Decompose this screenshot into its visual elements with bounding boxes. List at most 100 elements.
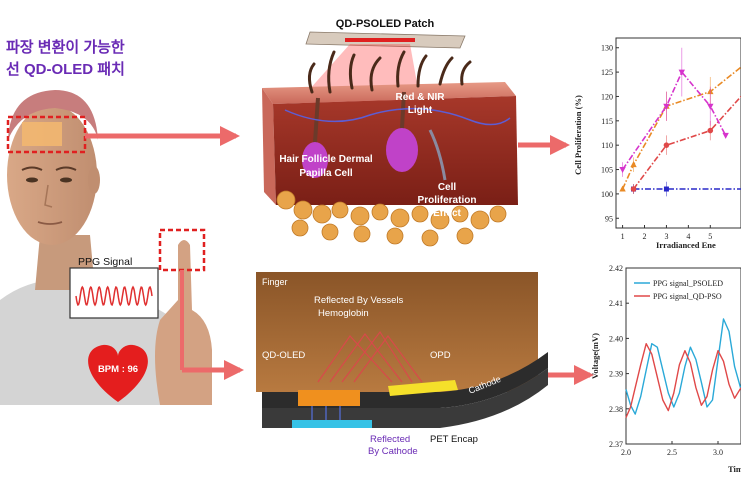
chart1-ytick-label: 125 bbox=[601, 68, 613, 77]
chart1-series bbox=[619, 47, 741, 197]
chart1-ytick-label: 130 bbox=[601, 44, 613, 53]
photon-lines bbox=[311, 406, 341, 420]
chart2-series-line bbox=[625, 318, 741, 415]
left-eye bbox=[26, 177, 38, 183]
reflected-cathode-line2: By Cathode bbox=[368, 446, 418, 457]
follicle-label-line2: Papilla Cell bbox=[299, 168, 353, 179]
chart2-ytick-label: 2.37 bbox=[609, 440, 623, 449]
chart1-ticks: 95 100 105 110 115 120 125 130 1 2 3 4 5 bbox=[601, 44, 712, 241]
chart1-data-point bbox=[663, 142, 670, 148]
vessels-label-line2: Hemoglobin bbox=[318, 308, 369, 319]
skin-cross-section: QD-PSOLED Patch Red & N bbox=[262, 18, 518, 247]
chart1-ytick-label: 95 bbox=[605, 214, 613, 223]
title-line-2: 선 QD-OLED 패치 bbox=[6, 61, 125, 78]
effect-label-line1: Cell bbox=[438, 182, 457, 193]
chart1-frame bbox=[615, 37, 741, 229]
substrate-bottom bbox=[262, 368, 548, 428]
qd-oled-layer bbox=[298, 390, 360, 406]
chart2-legend: PPG signal_PSOLED PPG signal_QD-PSO bbox=[634, 279, 723, 301]
ppg-waveform bbox=[75, 285, 153, 307]
forehead-patch bbox=[22, 122, 62, 146]
chart1-ytick-label: 110 bbox=[601, 141, 613, 150]
ppg-signal-label: PPG Signal bbox=[78, 256, 132, 268]
finger-tissue bbox=[256, 272, 538, 392]
qd-oled-label: QD-OLED bbox=[262, 350, 305, 361]
reflected-cathode-line1: Reflected bbox=[370, 434, 410, 445]
chart1-data-point bbox=[663, 103, 670, 110]
blood-vessel bbox=[284, 107, 511, 126]
flow-arrows bbox=[85, 126, 594, 385]
chart1-data-point bbox=[630, 186, 637, 192]
chart1-xtick-label: 3 bbox=[664, 232, 668, 241]
chart2-ytick-label: 2.41 bbox=[609, 299, 623, 308]
chart1-data-point bbox=[707, 103, 714, 110]
effect-label-line2: Proliferation bbox=[418, 195, 477, 206]
chart1-series-line bbox=[621, 70, 727, 170]
nose bbox=[44, 184, 53, 208]
chart2-frame bbox=[625, 267, 741, 445]
patch-label: QD-PSOLED Patch bbox=[336, 18, 435, 30]
device-cross-section: Finger Reflected By Vessels Hemoglobin Q… bbox=[256, 272, 548, 457]
effect-label-line3: Effect bbox=[433, 208, 461, 219]
heart-icon bbox=[88, 344, 148, 402]
chart2-xlabel: Time bbox=[728, 464, 741, 474]
chart2-ytick-label: 2.40 bbox=[609, 334, 623, 343]
cathode-layer bbox=[292, 420, 372, 428]
chart1-xtick-label: 5 bbox=[708, 232, 712, 241]
chart2-ytick-label: 2.39 bbox=[609, 370, 623, 379]
patch-emission-strip bbox=[345, 38, 415, 42]
legend-label-2: PPG signal_QD-PSO bbox=[653, 292, 722, 301]
mouth bbox=[37, 221, 63, 225]
cell-proliferation-chart: Cell Proliferation (%) Irradianced Ene 9… bbox=[573, 37, 741, 250]
chart1-ylabel: Cell Proliferation (%) bbox=[573, 95, 583, 175]
gland-duct bbox=[428, 129, 447, 181]
chart1-xtick-label: 4 bbox=[686, 232, 690, 241]
chart2-xtick-label: 3.0 bbox=[713, 448, 723, 457]
right-eye bbox=[60, 177, 72, 183]
light-label-line2: Light bbox=[408, 105, 433, 116]
left-brow bbox=[21, 166, 43, 171]
chart1-xtick-label: 2 bbox=[643, 232, 647, 241]
opd-label: OPD bbox=[430, 350, 451, 361]
chart1-ytick-label: 100 bbox=[601, 190, 613, 199]
title-block: 파장 변환이 가능한 선 QD-OLED 패치 bbox=[6, 38, 125, 78]
hair bbox=[8, 90, 98, 140]
chart1-xlabel: Irradianced Ene bbox=[656, 240, 716, 250]
chart2-series bbox=[625, 318, 741, 418]
chart1-ytick-label: 120 bbox=[601, 92, 613, 101]
chart1-data-point bbox=[707, 127, 714, 134]
ppg-voltage-chart: Voltage(mV) Time 2.37 2.38 2.39 2.40 2.41 2.4… bbox=[590, 264, 741, 474]
chart1-data-point bbox=[678, 69, 685, 76]
chart2-ytick-label: 2.38 bbox=[609, 405, 623, 414]
follicle-label-line1: Hair Follicle Dermal bbox=[279, 154, 373, 165]
bpm-label: BPM : 96 bbox=[98, 364, 138, 375]
chart1-data-point bbox=[663, 186, 669, 192]
chart1-ytick-label: 115 bbox=[601, 117, 613, 126]
pet-encap-label: PET Encap bbox=[430, 434, 478, 445]
chart2-xtick-label: 2.0 bbox=[621, 448, 631, 457]
epidermis bbox=[262, 82, 516, 104]
person-illustration: PPG Signal BPM : 96 bbox=[0, 90, 212, 405]
opd-layer bbox=[388, 380, 458, 396]
finger-label: Finger bbox=[262, 277, 288, 287]
follicle-bulb-left bbox=[302, 142, 328, 178]
follicle-bulb-right bbox=[386, 128, 418, 172]
chart2-ytick-label: 2.42 bbox=[609, 264, 623, 273]
follicle-stem-right bbox=[400, 91, 406, 129]
chart1-series-line bbox=[632, 95, 741, 190]
chart2-series-line bbox=[625, 343, 741, 418]
vessels-label-line1: Reflected By Vessels bbox=[314, 295, 403, 306]
chart1-data-point bbox=[630, 161, 637, 168]
chart1-data-point bbox=[722, 132, 729, 139]
chart1-xtick-label: 1 bbox=[621, 232, 625, 241]
title-line-1: 파장 변환이 가능한 bbox=[6, 38, 125, 56]
light-label-line1: Red & NIR bbox=[396, 92, 446, 103]
ear bbox=[88, 166, 100, 194]
chart1-ytick-label: 105 bbox=[601, 166, 613, 175]
chart2-ylabel: Voltage(mV) bbox=[590, 333, 600, 379]
chart1-data-point bbox=[619, 185, 626, 192]
reflected-rays bbox=[317, 330, 423, 383]
fat-layer bbox=[276, 190, 507, 247]
